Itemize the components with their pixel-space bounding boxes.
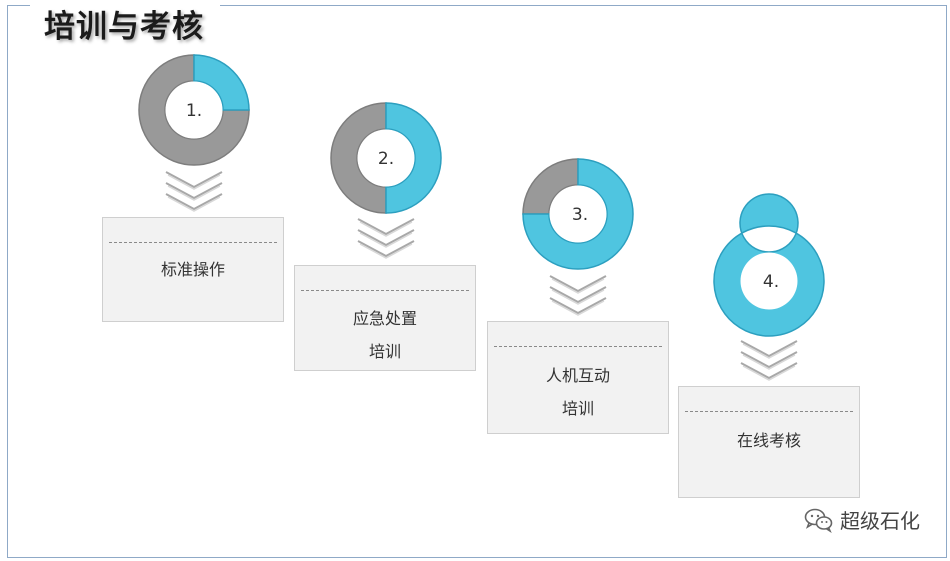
step-4-card: 在线考核 — [678, 386, 860, 498]
chevron-inner-stroke — [167, 185, 221, 201]
page-title: 培训与考核 — [44, 9, 204, 45]
chevron-stroke — [549, 297, 607, 315]
diagram-frame — [7, 5, 947, 558]
chevron-inner-stroke — [551, 300, 605, 316]
chevron-stroke — [165, 193, 223, 211]
chevron-stroke — [165, 171, 223, 189]
chevron-inner-stroke — [742, 354, 796, 370]
donut-filled-segment — [193, 54, 250, 111]
chevron-inner-stroke — [359, 243, 413, 259]
step-3-donut — [522, 158, 634, 270]
chevron-stroke — [740, 362, 798, 380]
chevron-inner-stroke — [551, 289, 605, 305]
donut-center — [740, 252, 798, 310]
step-3-number: 3. — [571, 205, 589, 225]
donut-center — [357, 129, 415, 187]
donut-center — [549, 185, 607, 243]
step-3-label-line1: 人机互动 — [545, 366, 610, 385]
step-2-label-line2: 培训 — [368, 342, 401, 361]
watermark: 超级石化 — [804, 505, 920, 534]
step-2-donut — [330, 102, 442, 214]
chevron-inner-stroke — [359, 232, 413, 248]
step-2-card: 应急处置 培训 — [294, 265, 476, 371]
step-1-card: 标准操作 — [102, 217, 284, 322]
donut-filled-segment — [522, 158, 634, 270]
step-3-card-divider — [494, 346, 662, 347]
step-1-chevron-icon — [165, 171, 223, 212]
chevron-stroke — [165, 182, 223, 200]
chevron-stroke — [357, 229, 415, 247]
chevron-stroke — [549, 275, 607, 293]
title-background — [30, 0, 220, 40]
step-1-donut — [138, 54, 250, 166]
donut-remaining-segment — [138, 54, 250, 166]
step-2-card-divider — [301, 290, 469, 291]
step-4-card-divider — [685, 411, 853, 412]
step-3-card: 人机互动 培训 — [487, 321, 669, 434]
donut-center — [165, 81, 223, 139]
chevron-stroke — [357, 218, 415, 236]
step-1-number: 1. — [185, 101, 203, 121]
chevron-stroke — [357, 240, 415, 258]
step-3-chevron-icon — [549, 275, 607, 316]
step-2-chevron-icon — [357, 218, 415, 259]
step-2-label-line1: 应急处置 — [352, 309, 417, 328]
step-4-label-line1: 在线考核 — [736, 431, 801, 450]
step-3-label-line2: 培训 — [561, 399, 594, 418]
donut-filled-segment — [385, 102, 442, 214]
wechat-icon — [804, 508, 833, 533]
watermark-text: 超级石化 — [840, 509, 920, 533]
step-4-number: 4. — [762, 272, 780, 292]
chevron-stroke — [740, 340, 798, 358]
step-1-label-line1: 标准操作 — [160, 260, 225, 279]
step-1-card-divider — [109, 242, 277, 243]
chevron-stroke — [549, 286, 607, 304]
step-4-donut — [713, 193, 825, 337]
chevron-inner-stroke — [167, 196, 221, 212]
chevron-inner-stroke — [167, 174, 221, 190]
donut-remaining-segment — [330, 102, 387, 214]
chevron-inner-stroke — [742, 343, 796, 359]
chevron-inner-stroke — [742, 365, 796, 381]
step-4-chevron-icon — [740, 340, 798, 381]
step-2-number: 2. — [377, 149, 395, 169]
chevron-inner-stroke — [359, 221, 413, 237]
chevron-stroke — [740, 351, 798, 369]
chevron-inner-stroke — [551, 278, 605, 294]
